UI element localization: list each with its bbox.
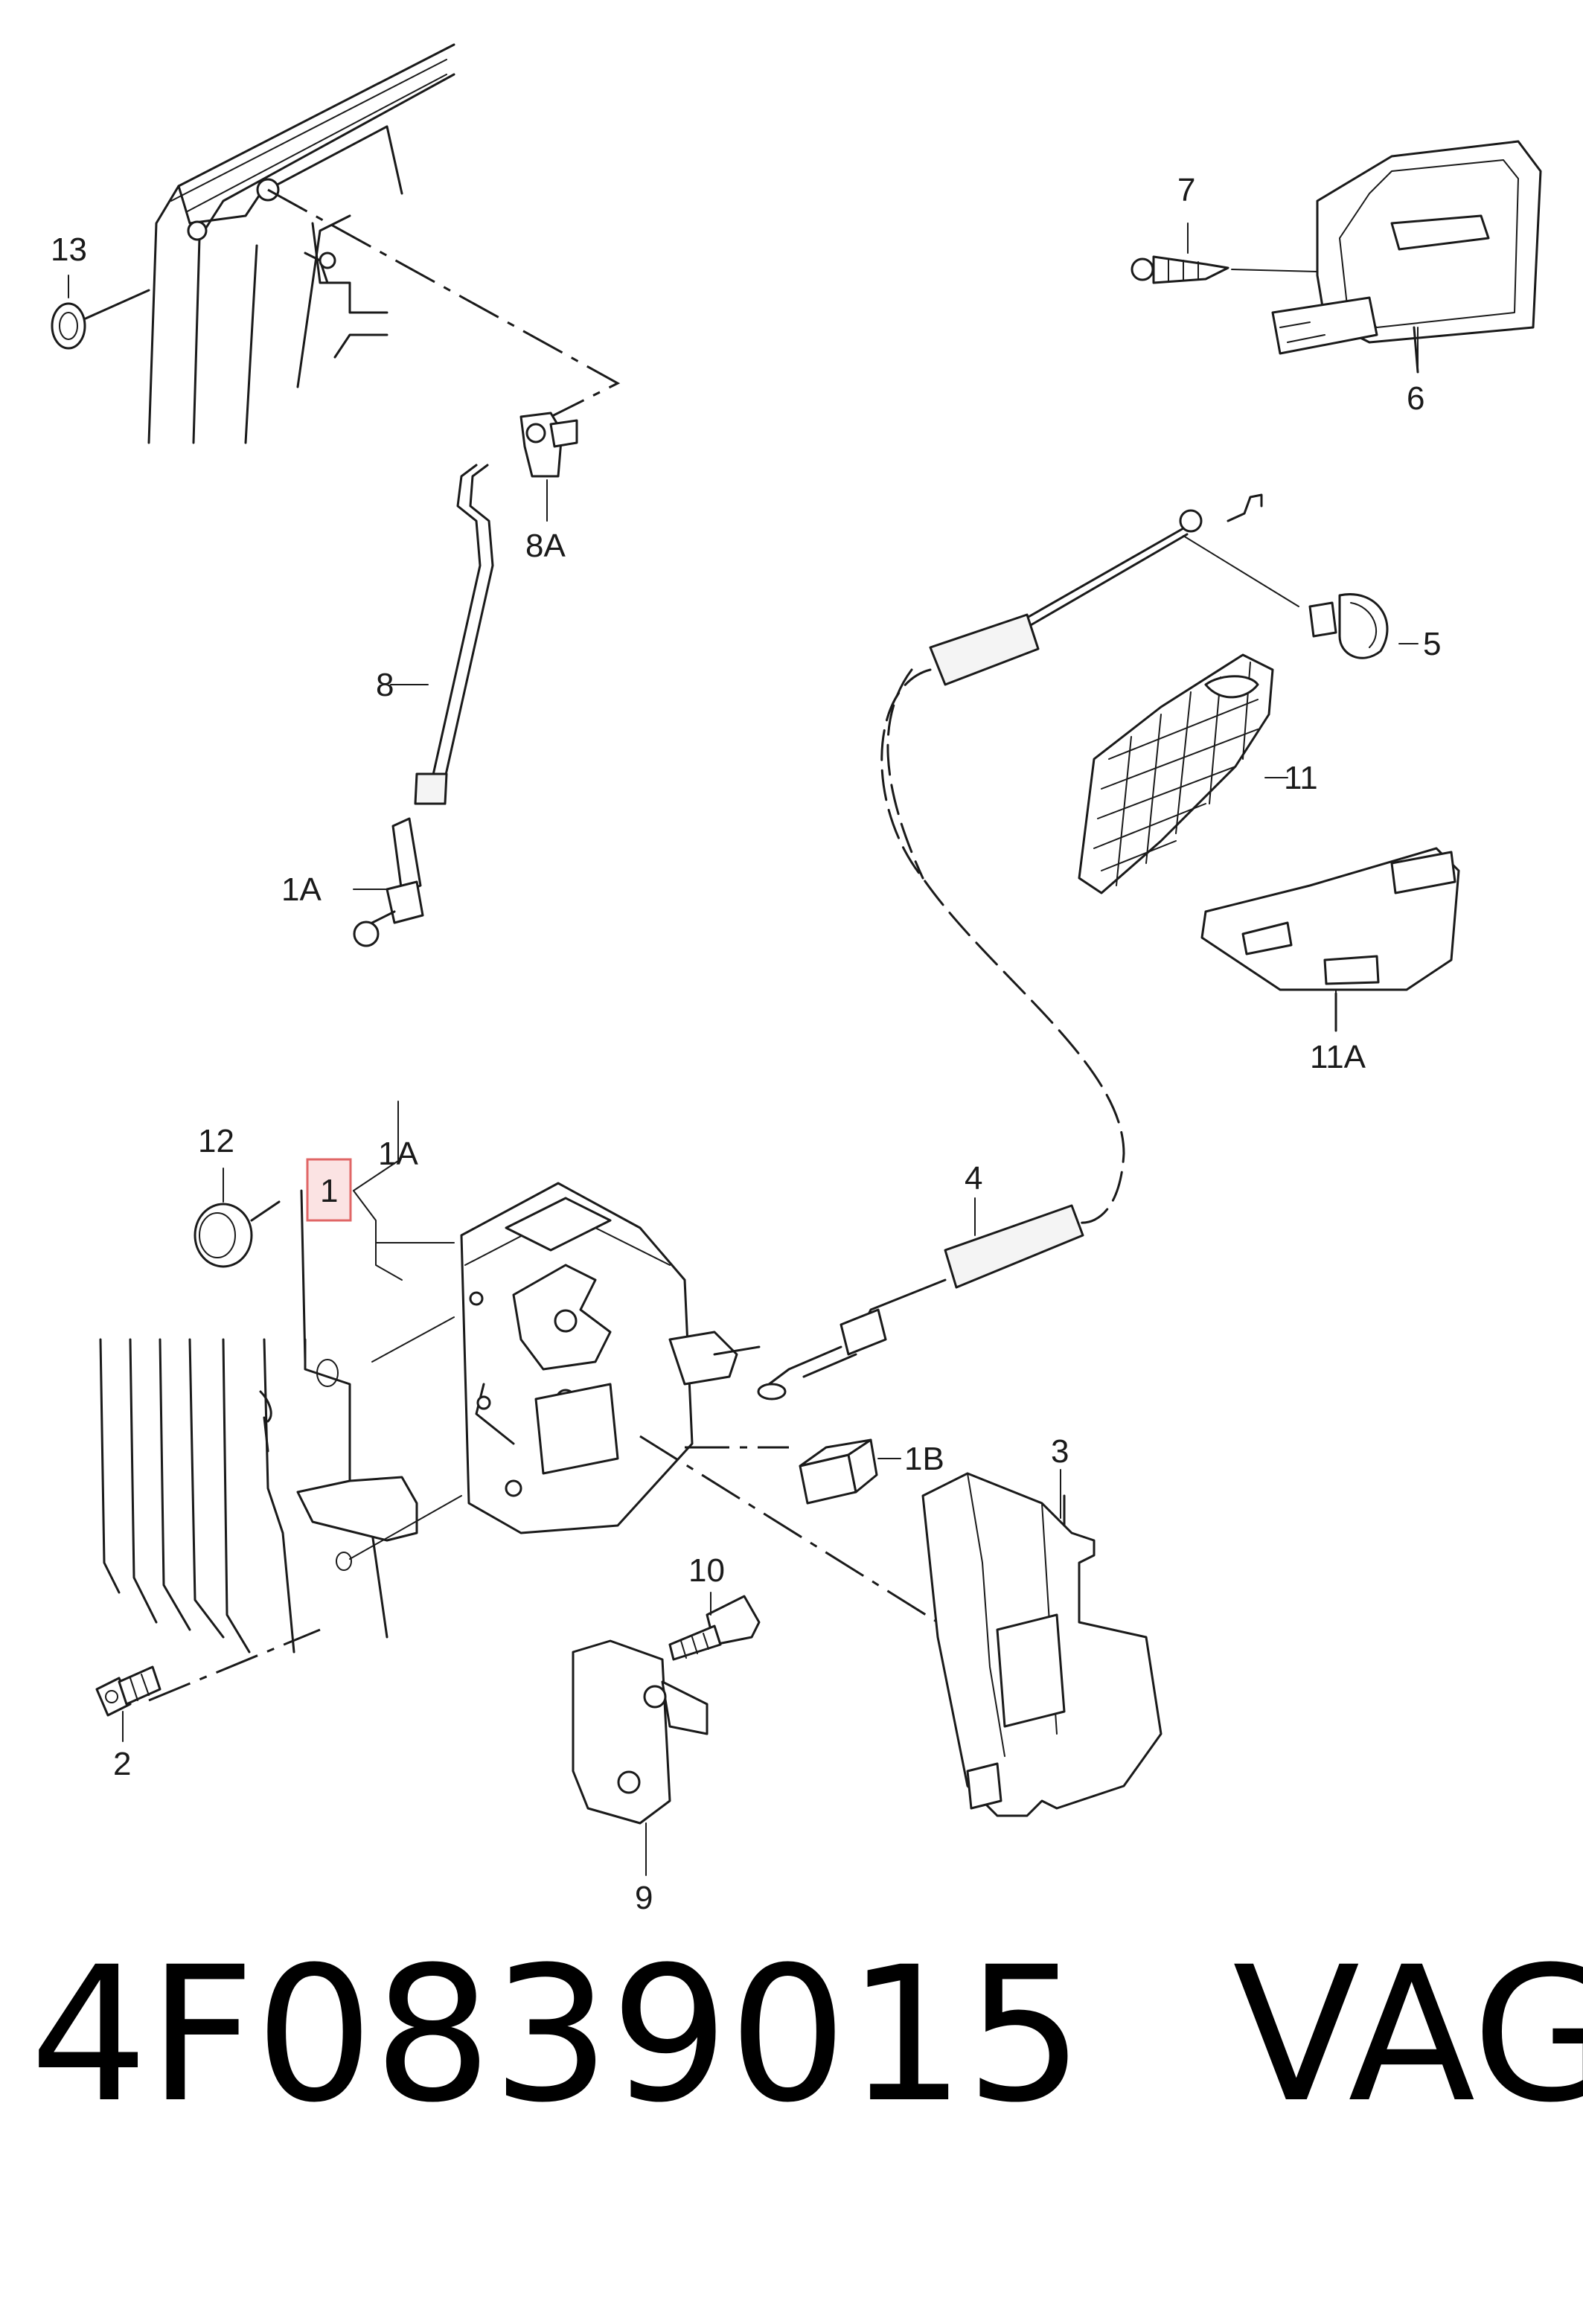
grommet-12 [194, 1200, 281, 1268]
grommet-13 [51, 289, 150, 350]
striker-plate-9 [572, 1639, 709, 1825]
callout-11a: 11A [1310, 1039, 1366, 1075]
screw-10 [668, 1595, 761, 1661]
door-frame-lower [99, 1189, 462, 1654]
callout-9: 9 [635, 1880, 653, 1916]
callout-8a: 8A [525, 528, 566, 564]
callout-4: 4 [965, 1160, 982, 1197]
assembly-line-8a [267, 188, 621, 418]
door-lock-1 [460, 1182, 761, 1534]
callout-5: 5 [1423, 626, 1441, 662]
bowden-cable-4 [757, 493, 1299, 1401]
callout-8: 8 [376, 667, 394, 703]
sound-insulation-11 [1078, 653, 1274, 894]
callout-13: 13 [51, 231, 87, 268]
clip-5 [1308, 593, 1389, 659]
part-number: 4F0839015 [30, 1927, 1084, 2143]
callout-1: 1 [320, 1173, 338, 1209]
clip-8a [519, 412, 578, 478]
lock-cover-3 [921, 1472, 1163, 1817]
screw-7 [1131, 255, 1318, 284]
assembly-line-3 [639, 1435, 938, 1624]
connector-1b [799, 1438, 878, 1505]
callout-1-highlight [306, 1158, 352, 1222]
callout-11: 11 [1284, 760, 1318, 796]
part-number-footer: 4F0839015 VAG [30, 1912, 1583, 2158]
brand-name: VAG [1232, 1927, 1583, 2143]
callout-3: 3 [1051, 1433, 1069, 1470]
callout-1b: 1B [904, 1441, 944, 1477]
callout-12: 12 [198, 1123, 234, 1159]
callout-7: 7 [1177, 172, 1195, 208]
callout-1a-rod: 1A [281, 871, 322, 908]
door-inner-panel-upper [147, 43, 455, 444]
inner-door-handle-6 [1271, 140, 1542, 374]
callout-10: 10 [688, 1552, 725, 1589]
callout-1a-lock: 1A [378, 1136, 418, 1172]
callout-2: 2 [113, 1746, 131, 1782]
rod-end-1a [353, 817, 424, 947]
callout-6: 6 [1407, 380, 1424, 417]
leader-lines [68, 223, 1419, 1876]
insulation-part-11a [1200, 847, 1460, 1032]
bolt-2 [95, 1665, 162, 1717]
assembly-line-2 [148, 1628, 321, 1702]
lock-rod-8 [414, 464, 494, 805]
